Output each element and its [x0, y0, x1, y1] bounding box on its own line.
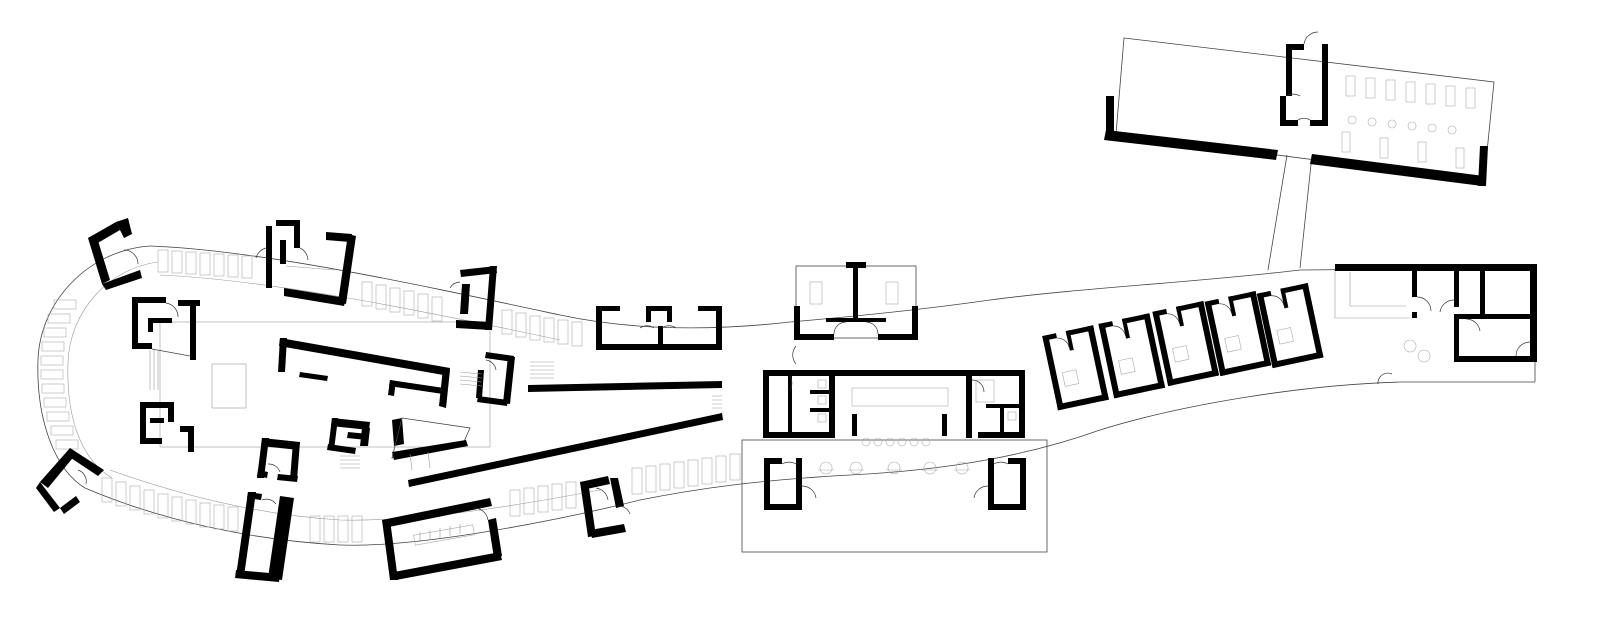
court-square — [211, 363, 247, 409]
cabin-2 — [1098, 313, 1166, 399]
pavilion-south-small — [580, 476, 631, 538]
cabin-4 — [1204, 291, 1272, 377]
cabin-1 — [1042, 325, 1109, 411]
pavilion-bus-shelter — [382, 498, 502, 580]
pavilion-plaza-west — [764, 458, 817, 510]
pavilion-central-long — [278, 338, 450, 408]
cabin-row — [1042, 282, 1324, 411]
parking-row-upper — [157, 249, 583, 347]
upper-path-edge — [149, 245, 1536, 329]
pavilion-south-tower — [257, 438, 300, 482]
cabin-3 — [1152, 301, 1220, 387]
pavilion-south-long — [235, 492, 294, 582]
pavilion-wedge — [391, 417, 471, 471]
plaza-outline — [741, 439, 1048, 553]
east-inner-rect — [1334, 270, 1410, 319]
pavilion-central-small — [327, 418, 370, 454]
parking-row-lower — [101, 453, 741, 543]
pavilion-north-u — [255, 220, 356, 306]
wall-diagonal-lower — [408, 413, 723, 487]
pavilion-small-east — [476, 352, 515, 406]
wall-diagonal-upper — [528, 381, 722, 392]
plaza-furniture — [818, 461, 970, 475]
pavilion-north-c — [449, 266, 497, 330]
pavilion-sw-corner — [36, 448, 104, 514]
pavilion-left-a — [132, 297, 200, 360]
north-corridor — [1267, 154, 1313, 271]
pavilion-nw-corner — [88, 218, 142, 290]
pavilion-east-service — [1335, 264, 1537, 385]
parking-inner-line — [159, 274, 561, 341]
parking-row-loop — [40, 299, 79, 450]
pavilion-main-hall — [763, 370, 1025, 447]
central-court — [159, 321, 491, 448]
pavilion-north-garage — [1104, 31, 1495, 186]
parking-stalls — [40, 249, 741, 543]
pavilion-gate-central — [792, 262, 918, 365]
site-boundary-lines — [37, 154, 1536, 553]
garage-front-wall — [1104, 130, 1278, 160]
left-loop-edge — [37, 245, 151, 489]
inner-loop-edge — [67, 261, 159, 479]
lower-path-edge — [84, 381, 1535, 546]
pavilion-left-b — [140, 402, 194, 452]
garage-vehicles — [1341, 75, 1476, 169]
stairs — [149, 350, 722, 469]
pavilion-plaza-east — [973, 458, 1026, 510]
long-walls — [408, 381, 723, 487]
parking-inner-line-lower — [109, 469, 601, 521]
pavilion-gate-west — [596, 306, 722, 350]
cabin-5 — [1256, 282, 1324, 369]
